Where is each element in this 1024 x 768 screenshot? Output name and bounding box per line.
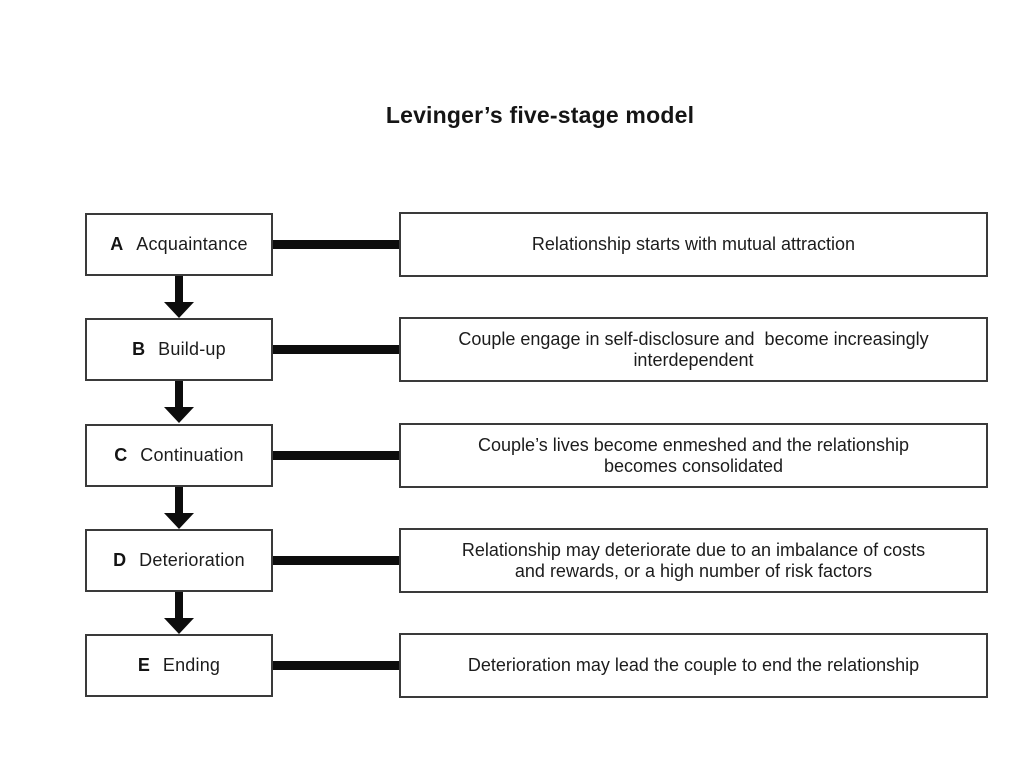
stage-box-deterioration: D Deterioration xyxy=(85,529,273,592)
down-arrow xyxy=(163,276,194,318)
horizontal-connector-line xyxy=(273,240,399,249)
stage-letter: D xyxy=(113,550,127,570)
arrow-head-icon xyxy=(163,618,194,634)
horizontal-connector-line xyxy=(273,556,399,565)
description-line: Couple’s lives become enmeshed and the r… xyxy=(478,434,909,455)
description-line: Couple engage in self-disclosure and bec… xyxy=(458,328,929,349)
description-line: Relationship starts with mutual attracti… xyxy=(531,234,856,254)
description-box-continuation: Couple’s lives become enmeshed and the r… xyxy=(399,423,988,488)
arrow-shaft xyxy=(174,381,183,407)
description-line: Relationship may deteriorate due to an i… xyxy=(461,539,926,560)
description-box-deterioration: Relationship may deteriorate due to an i… xyxy=(399,528,988,593)
arrow-head-icon xyxy=(163,302,194,318)
horizontal-connector-line xyxy=(273,661,399,670)
down-arrow xyxy=(163,592,194,634)
arrow-head-icon xyxy=(163,407,194,423)
stage-box-build-up: B Build-up xyxy=(85,318,273,381)
arrow-shaft xyxy=(174,276,183,302)
description-line: becomes consolidated xyxy=(603,455,784,476)
stage-box-ending: E Ending xyxy=(85,634,273,697)
stage-letter: A xyxy=(110,234,124,254)
down-arrow xyxy=(163,381,194,423)
description-box-acquaintance: Relationship starts with mutual attracti… xyxy=(399,212,988,277)
stage-name: Ending xyxy=(162,655,221,675)
horizontal-connector-line xyxy=(273,451,399,460)
stage-name: Continuation xyxy=(140,445,244,465)
arrow-shaft xyxy=(174,487,183,513)
stage-box-acquaintance: A Acquaintance xyxy=(85,213,273,276)
description-line: and rewards, or a high number of risk fa… xyxy=(514,560,873,581)
stage-letter: E xyxy=(137,655,150,675)
stage-name: Acquaintance xyxy=(136,234,248,254)
down-arrow xyxy=(163,487,194,529)
stage-name: Build-up xyxy=(158,339,226,359)
stage-letter: C xyxy=(114,445,128,465)
description-line: interdependent xyxy=(633,349,754,370)
arrow-shaft xyxy=(174,592,183,618)
stage-name: Deterioration xyxy=(139,550,245,570)
description-box-ending: Deterioration may lead the couple to end… xyxy=(399,633,988,698)
description-line: Deterioration may lead the couple to end… xyxy=(467,655,920,675)
stage-letter: B xyxy=(132,339,146,359)
horizontal-connector-line xyxy=(273,345,399,354)
description-box-build-up: Couple engage in self-disclosure and bec… xyxy=(399,317,988,382)
diagram-title: Levinger’s five-stage model xyxy=(385,102,695,128)
arrow-head-icon xyxy=(163,513,194,529)
stage-box-continuation: C Continuation xyxy=(85,424,273,487)
